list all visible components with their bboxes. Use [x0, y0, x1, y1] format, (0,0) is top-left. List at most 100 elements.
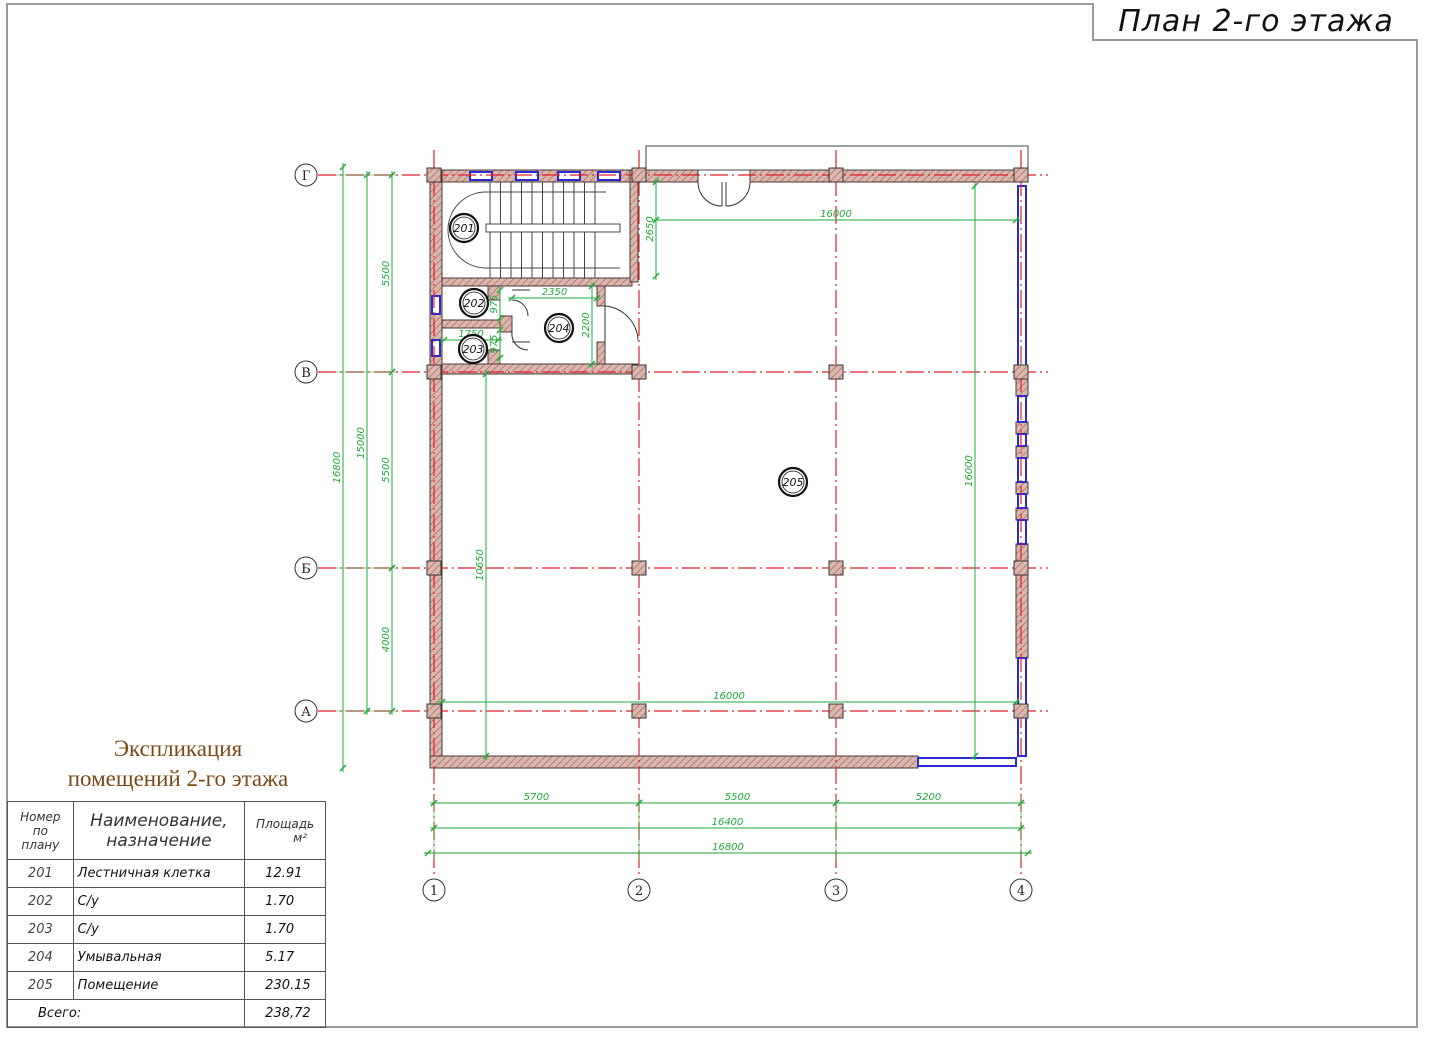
room-tag-circle	[777, 466, 809, 498]
dim-tick	[1024, 849, 1032, 857]
axis-label: Б	[301, 562, 311, 577]
axis-label: 3	[832, 884, 840, 899]
axis-bubble	[294, 360, 318, 384]
columns	[426, 167, 1029, 719]
dim-tick	[593, 294, 601, 302]
dim-tick	[339, 764, 347, 772]
room-tags: 201 202 203 204 205	[448, 212, 809, 498]
room-number-203: 203	[463, 343, 484, 356]
explication-title-line2: помещений 2-го этажа	[67, 766, 289, 791]
column	[631, 560, 647, 576]
dim-tick	[652, 272, 660, 280]
dim-label: 5500	[381, 457, 392, 482]
column	[828, 703, 844, 719]
explication-title-line1: Экспликация	[113, 736, 243, 761]
dim-tick	[363, 171, 371, 179]
axes-grid	[318, 150, 1048, 878]
dim-tick	[339, 163, 347, 171]
dim-tick	[496, 326, 504, 334]
column	[426, 560, 442, 576]
column	[828, 167, 844, 183]
dim-tick	[496, 354, 504, 362]
axis-label: 4	[1017, 884, 1025, 899]
room-tag-inner	[452, 216, 476, 240]
dim-label: 2200	[581, 312, 592, 337]
entrance-door	[697, 181, 751, 207]
room-number-204: 204	[549, 322, 570, 335]
title-block: План 2-го этажа	[1092, 3, 1418, 41]
header-name: Наименование,назначение	[72, 801, 246, 860]
dim-tick	[832, 799, 840, 807]
room-tag-circle	[448, 212, 480, 244]
room-number-202: 202	[464, 297, 485, 310]
column	[1013, 560, 1029, 576]
room-tag-inner	[462, 291, 486, 315]
dim-label: 5500	[381, 261, 392, 286]
axis-label: Г	[302, 169, 311, 184]
dim-tick	[482, 752, 490, 760]
dim-label: 5500	[725, 792, 750, 803]
dim-tick	[1017, 799, 1025, 807]
axis-label: 1	[430, 884, 438, 899]
dim-tick	[1017, 824, 1025, 832]
drawing-title: План 2-го этажа	[1118, 3, 1394, 39]
wall-top-mid	[645, 169, 699, 183]
room-tag-inner	[461, 337, 485, 361]
dim-label: 5700	[524, 792, 549, 803]
dim-label: 16800	[332, 452, 343, 484]
column	[828, 364, 844, 380]
column	[828, 560, 844, 576]
axis-bubble	[824, 878, 848, 902]
column	[426, 167, 442, 183]
dim-tick	[496, 314, 504, 322]
column	[426, 703, 442, 719]
total-label: Всего:	[6, 999, 246, 1028]
room-tag-inner	[547, 316, 571, 340]
room-number-205: 205	[783, 476, 804, 489]
dim-tick	[438, 698, 446, 706]
dim-tick	[508, 294, 516, 302]
canopy-outline	[645, 145, 1029, 171]
table-total-row: Всего:238,72	[6, 999, 326, 1028]
axis-label: 2	[635, 884, 643, 899]
column	[631, 364, 647, 380]
dim-tick	[635, 799, 643, 807]
dim-label: 2650	[645, 216, 656, 241]
axis-label: В	[301, 366, 311, 381]
dim-tick	[494, 336, 502, 344]
dim-tick	[1012, 216, 1020, 224]
wall-left	[429, 169, 443, 769]
axis-label: А	[301, 705, 311, 720]
dim-tick	[1012, 698, 1020, 706]
dim-label: 16000	[713, 691, 745, 702]
walls	[429, 169, 1029, 769]
dim-label: 16400	[712, 817, 744, 828]
column	[426, 364, 442, 380]
dim-tick	[588, 282, 596, 290]
dim-label: 16800	[712, 842, 744, 853]
dim-tick	[388, 368, 396, 376]
drawing-frame	[6, 3, 1418, 1028]
axis-bubble	[1009, 878, 1033, 902]
axis-bubble	[294, 163, 318, 187]
room-tag-circle	[458, 287, 490, 319]
axis-bubble	[627, 878, 651, 902]
room-number-201: 201	[454, 222, 475, 235]
axis-markers: Г В Б А 1 2 3 4	[294, 163, 1033, 902]
dim-tick	[388, 564, 396, 572]
room-tag-inner	[781, 470, 805, 494]
dim-tick	[652, 178, 660, 186]
dim-tick	[971, 752, 979, 760]
room-tag-circle	[543, 312, 575, 344]
dim-tick	[363, 707, 371, 715]
dim-tick	[496, 286, 504, 294]
